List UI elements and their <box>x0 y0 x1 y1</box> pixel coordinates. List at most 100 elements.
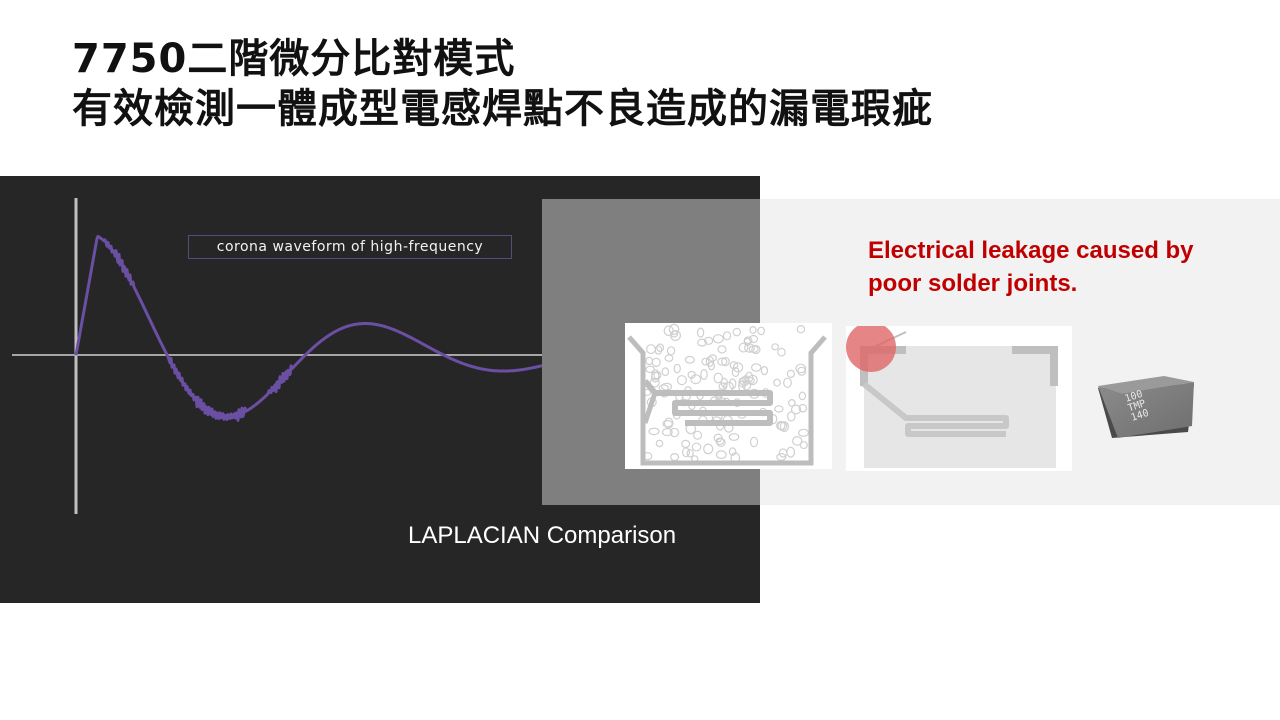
powder-particle <box>686 449 694 458</box>
powder-particle <box>744 371 754 383</box>
powder-particle <box>776 453 787 462</box>
cross-section-illustration <box>627 323 827 466</box>
powder-particle <box>697 338 708 347</box>
powder-particle <box>654 345 663 355</box>
powder-particle <box>676 375 687 386</box>
powder-particle <box>798 403 808 413</box>
powder-particle <box>705 356 715 367</box>
powder-particle <box>663 325 674 336</box>
powder-particle <box>693 430 703 440</box>
powder-particle <box>664 354 674 362</box>
powder-particle <box>774 405 784 413</box>
powder-particle <box>773 378 781 387</box>
powder-particle <box>670 453 680 462</box>
powder-particle <box>663 417 674 429</box>
powder-particle <box>722 331 732 341</box>
powder-particle <box>783 377 792 389</box>
powder-particle <box>673 363 681 374</box>
powder-particle <box>788 398 796 407</box>
powder-particle <box>771 343 780 351</box>
powder-particle <box>651 357 661 368</box>
powder-particle <box>668 323 680 336</box>
powder-particle <box>787 411 796 422</box>
powder-particle <box>777 421 788 431</box>
powder-particle <box>645 365 655 374</box>
molded-inductor-photo: 100 TMP 140 <box>1092 366 1198 446</box>
powder-particle <box>797 366 807 376</box>
powder-particle <box>684 355 695 364</box>
powder-particle <box>744 343 755 353</box>
powder-particle <box>681 439 691 449</box>
powder-particle <box>718 382 728 391</box>
powder-particle <box>777 347 786 357</box>
leakage-caption-line-2: poor solder joints. <box>868 270 1078 297</box>
powder-particle <box>717 357 728 366</box>
powder-particle <box>792 435 803 446</box>
powder-particle <box>681 447 691 458</box>
cup-outline <box>627 335 827 466</box>
terminal-right <box>1012 346 1058 386</box>
powder-particle <box>650 369 660 381</box>
powder-particle <box>757 326 766 336</box>
powder-particle <box>700 368 708 380</box>
solder-fault-diagram <box>846 322 1072 471</box>
powder-particle <box>786 446 796 458</box>
powder-particle <box>661 427 673 437</box>
waveform-line <box>74 234 546 422</box>
powder-particle <box>750 363 762 372</box>
marking-line-2: TMP <box>1127 398 1148 414</box>
leakage-caption-line-1: Electrical leakage caused by <box>868 237 1194 264</box>
powder-particle <box>701 357 710 366</box>
powder-particle <box>646 344 657 355</box>
powder-particle <box>703 336 714 345</box>
powder-particle <box>749 436 759 448</box>
powder-particle <box>712 334 724 344</box>
fault-coil-winding <box>862 381 1009 437</box>
powder-particle <box>691 442 702 452</box>
powder-particle <box>715 450 727 460</box>
powder-particle <box>798 391 807 401</box>
powder-particle <box>732 362 744 373</box>
powder-particle <box>798 428 810 437</box>
inductor-top <box>1098 376 1194 394</box>
powder-particle <box>786 369 795 378</box>
powder-particle <box>796 324 806 334</box>
inductor-face <box>1098 382 1194 438</box>
powder-particle <box>690 374 702 385</box>
powder-particle <box>703 443 714 455</box>
fault-highlight-circle <box>846 322 896 372</box>
powder-particle <box>721 356 730 367</box>
powder-particle <box>648 427 660 436</box>
powder-particle <box>728 447 737 456</box>
powder-particle <box>708 354 717 362</box>
inductor-cross-section-diagram <box>625 323 832 469</box>
powder-particle <box>655 439 664 448</box>
powder-particle <box>795 363 807 374</box>
marking-line-1: 100 <box>1124 389 1145 405</box>
powder-particle <box>728 433 740 441</box>
solder-fault-illustration <box>846 322 1058 468</box>
powder-particle <box>732 327 742 337</box>
corona-waveform-label: corona waveform of high-frequency <box>188 235 512 259</box>
powder-particle <box>799 441 808 450</box>
powder-particle <box>778 448 788 458</box>
slide-title: 7750二階微分比對模式 有效檢測一體成型電感焊點不良造成的漏電瑕疵 <box>72 34 933 134</box>
title-line-2: 有效檢測一體成型電感焊點不良造成的漏電瑕疵 <box>72 86 933 132</box>
coil-winding <box>642 379 773 426</box>
powder-particle <box>749 325 757 335</box>
inductor-marking: 100 TMP 140 <box>1124 389 1151 424</box>
powder-particle <box>738 342 749 353</box>
powder-particle <box>661 367 670 377</box>
powder-particle <box>715 437 725 446</box>
leakage-caption: Electrical leakage caused by poor solder… <box>868 234 1194 300</box>
powder-particle <box>790 404 802 415</box>
powder-particle <box>666 346 676 356</box>
powder-particle <box>744 376 755 385</box>
powder-particle <box>696 327 705 338</box>
powder-particle <box>669 427 680 438</box>
laplacian-comparison-label: LAPLACIAN Comparison <box>408 522 677 549</box>
powder-particle <box>645 356 654 366</box>
coil-lead <box>642 392 658 424</box>
inductor-illustration: 100 TMP 140 <box>1098 376 1194 438</box>
title-line-1: 7750二階微分比對模式 <box>72 36 516 82</box>
